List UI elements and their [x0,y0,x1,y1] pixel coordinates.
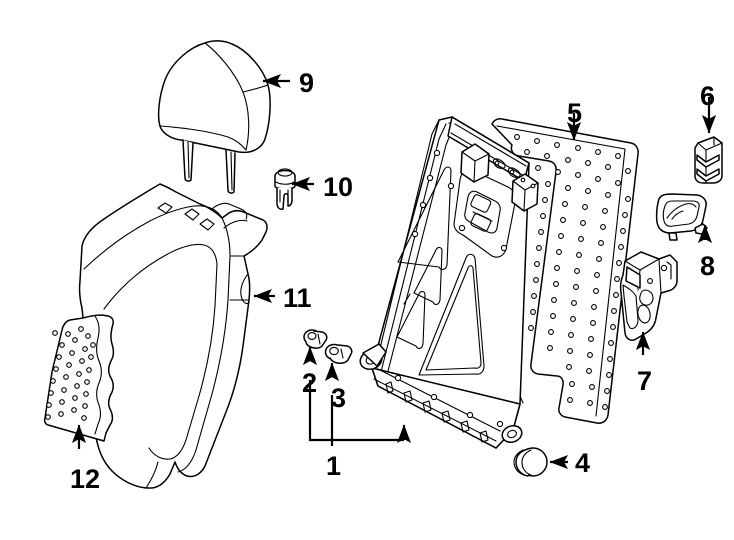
callout-9: 9 [299,68,315,98]
part-4-round-cap-plug [513,447,548,477]
callout-2: 2 [302,368,318,398]
callout-4: 4 [575,448,591,478]
part-5-perforated-back-panel [491,118,639,424]
callout-7: 7 [637,366,653,396]
part-2-bushing-upper [303,329,328,349]
callout-8: 8 [700,251,716,281]
callout-12: 12 [70,464,101,494]
callout-6: 6 [700,81,716,111]
leader-1-left-branch [308,380,404,442]
part-3-bushing-lower [324,343,353,364]
callout-10: 10 [323,172,354,202]
part-10-head-restraint-guide [274,168,296,210]
part-9-head-restraint [157,40,271,194]
part-8-trim-bezel-finisher [655,193,708,241]
part-7-latch-mechanism [619,251,678,341]
callout-1: 1 [326,451,342,481]
callout-11: 11 [283,283,312,313]
callout-3: 3 [331,383,347,413]
part-11-seat-back-cover [78,183,268,489]
part-12-side-bolster-perforated-trim [43,314,115,442]
part-1-seat-back-frame [359,116,539,449]
leader-lines [71,73,717,470]
callout-5: 5 [567,98,583,128]
part-6-guide-block [694,136,723,184]
